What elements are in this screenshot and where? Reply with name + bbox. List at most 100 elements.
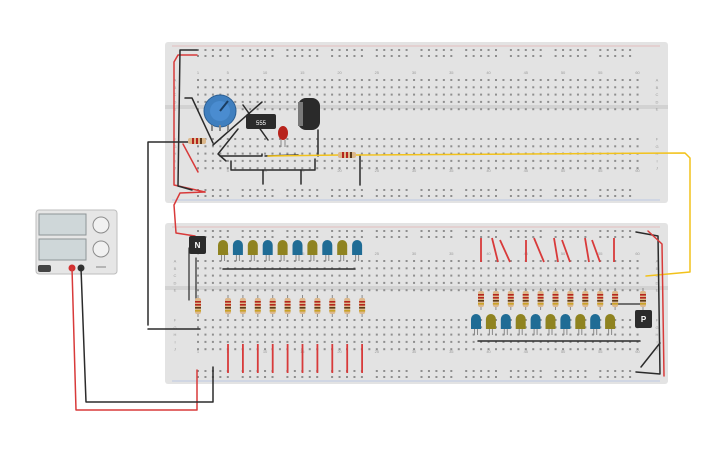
column-number: 45 <box>524 70 529 75</box>
resistor[interactable] <box>284 295 291 317</box>
row-letter: G <box>173 325 176 330</box>
voltage-knob[interactable] <box>92 216 110 234</box>
resistor-row-right[interactable] <box>478 288 646 310</box>
resistor-top-middle[interactable] <box>338 152 356 158</box>
column-number: 1 <box>197 168 200 173</box>
wires <box>71 49 691 411</box>
column-number: 1 <box>197 70 200 75</box>
led-row-left[interactable] <box>218 240 363 261</box>
row-letter: E <box>174 107 177 112</box>
column-number: 60 <box>635 168 640 173</box>
column-number: 50 <box>561 70 566 75</box>
led[interactable] <box>337 240 348 261</box>
led[interactable] <box>352 240 363 261</box>
column-number: 25 <box>375 168 380 173</box>
row-letter: E <box>656 107 659 112</box>
row-letter: B <box>656 266 659 271</box>
led[interactable] <box>545 314 556 335</box>
row-letter: F <box>656 137 659 142</box>
resistor[interactable] <box>640 288 646 310</box>
power-switch[interactable] <box>38 265 51 272</box>
led[interactable] <box>232 240 243 261</box>
column-number: 15 <box>300 251 305 256</box>
row-letter: J <box>656 166 658 171</box>
potentiometer[interactable] <box>203 94 237 131</box>
led[interactable] <box>322 240 333 261</box>
resistor[interactable] <box>522 288 529 310</box>
timer-chip-555[interactable]: 555 <box>246 114 276 129</box>
column-number: 55 <box>598 251 603 256</box>
row-letter: H <box>656 332 659 337</box>
resistor[interactable] <box>254 295 261 317</box>
column-number: 1 <box>197 349 200 354</box>
npn-transistor-label: N <box>195 241 201 250</box>
resistor[interactable] <box>299 295 306 317</box>
pnp-transistor[interactable]: P <box>635 310 652 328</box>
led[interactable] <box>247 240 258 261</box>
resistor[interactable] <box>269 295 276 317</box>
resistor[interactable] <box>552 288 559 310</box>
row-letter: A <box>174 78 177 83</box>
resistor-row-left[interactable] <box>195 295 366 317</box>
led[interactable] <box>471 314 481 335</box>
row-letter: D <box>656 99 659 104</box>
resistor[interactable] <box>478 288 484 310</box>
row-letter: A <box>656 259 659 264</box>
resistor[interactable] <box>239 295 246 317</box>
row-letter: D <box>174 280 177 285</box>
resistor[interactable] <box>225 295 231 317</box>
led[interactable] <box>575 314 586 335</box>
resistor[interactable] <box>492 288 499 310</box>
resistor[interactable] <box>344 295 351 317</box>
led[interactable] <box>292 240 303 261</box>
column-number: 50 <box>561 349 566 354</box>
row-letter: H <box>174 151 177 156</box>
current-knob[interactable] <box>92 240 110 258</box>
row-letter: I <box>174 339 175 344</box>
led[interactable] <box>530 314 541 335</box>
red-led[interactable] <box>278 126 288 147</box>
resistor[interactable] <box>612 288 619 310</box>
led[interactable] <box>560 314 571 335</box>
led[interactable] <box>485 314 496 335</box>
led[interactable] <box>605 314 616 335</box>
resistor[interactable] <box>359 295 366 317</box>
timer-chip-label: 555 <box>256 121 267 127</box>
resistor[interactable] <box>329 295 336 317</box>
row-letter: D <box>174 99 177 104</box>
led[interactable] <box>307 240 318 261</box>
resistor[interactable] <box>567 288 574 310</box>
npn-transistor[interactable]: N <box>189 236 206 254</box>
breadboard-top[interactable]: 1155101015152020252530303535404045455050… <box>165 42 668 203</box>
column-number: 25 <box>375 70 380 75</box>
resistor[interactable] <box>597 288 604 310</box>
led-row-right[interactable] <box>471 314 616 335</box>
resistor-top-left[interactable] <box>188 138 206 144</box>
breadboard-bottom[interactable]: 1155101015152020252530303535404045455050… <box>165 223 668 384</box>
led[interactable] <box>590 314 601 335</box>
led[interactable] <box>515 314 526 335</box>
jumper-wire <box>584 237 590 263</box>
power-supply[interactable] <box>35 209 118 275</box>
resistor[interactable] <box>507 288 514 310</box>
led[interactable] <box>218 240 228 261</box>
resistor[interactable] <box>314 295 321 317</box>
electrolytic-capacitor[interactable] <box>298 98 320 130</box>
led[interactable] <box>262 240 273 261</box>
row-letter: F <box>174 318 177 323</box>
resistor[interactable] <box>195 295 201 317</box>
column-number: 15 <box>300 70 305 75</box>
resistor[interactable] <box>537 288 544 310</box>
row-letter: J <box>656 347 658 352</box>
jumper-wire <box>591 239 601 263</box>
column-number: 35 <box>449 349 454 354</box>
row-letter: A <box>174 259 177 264</box>
column-number: 25 <box>375 349 380 354</box>
led[interactable] <box>500 314 511 335</box>
led[interactable] <box>277 240 288 261</box>
power-jumpers-right <box>480 237 615 263</box>
resistor[interactable] <box>582 288 589 310</box>
row-letter: B <box>174 266 177 271</box>
row-letter: C <box>174 92 177 97</box>
